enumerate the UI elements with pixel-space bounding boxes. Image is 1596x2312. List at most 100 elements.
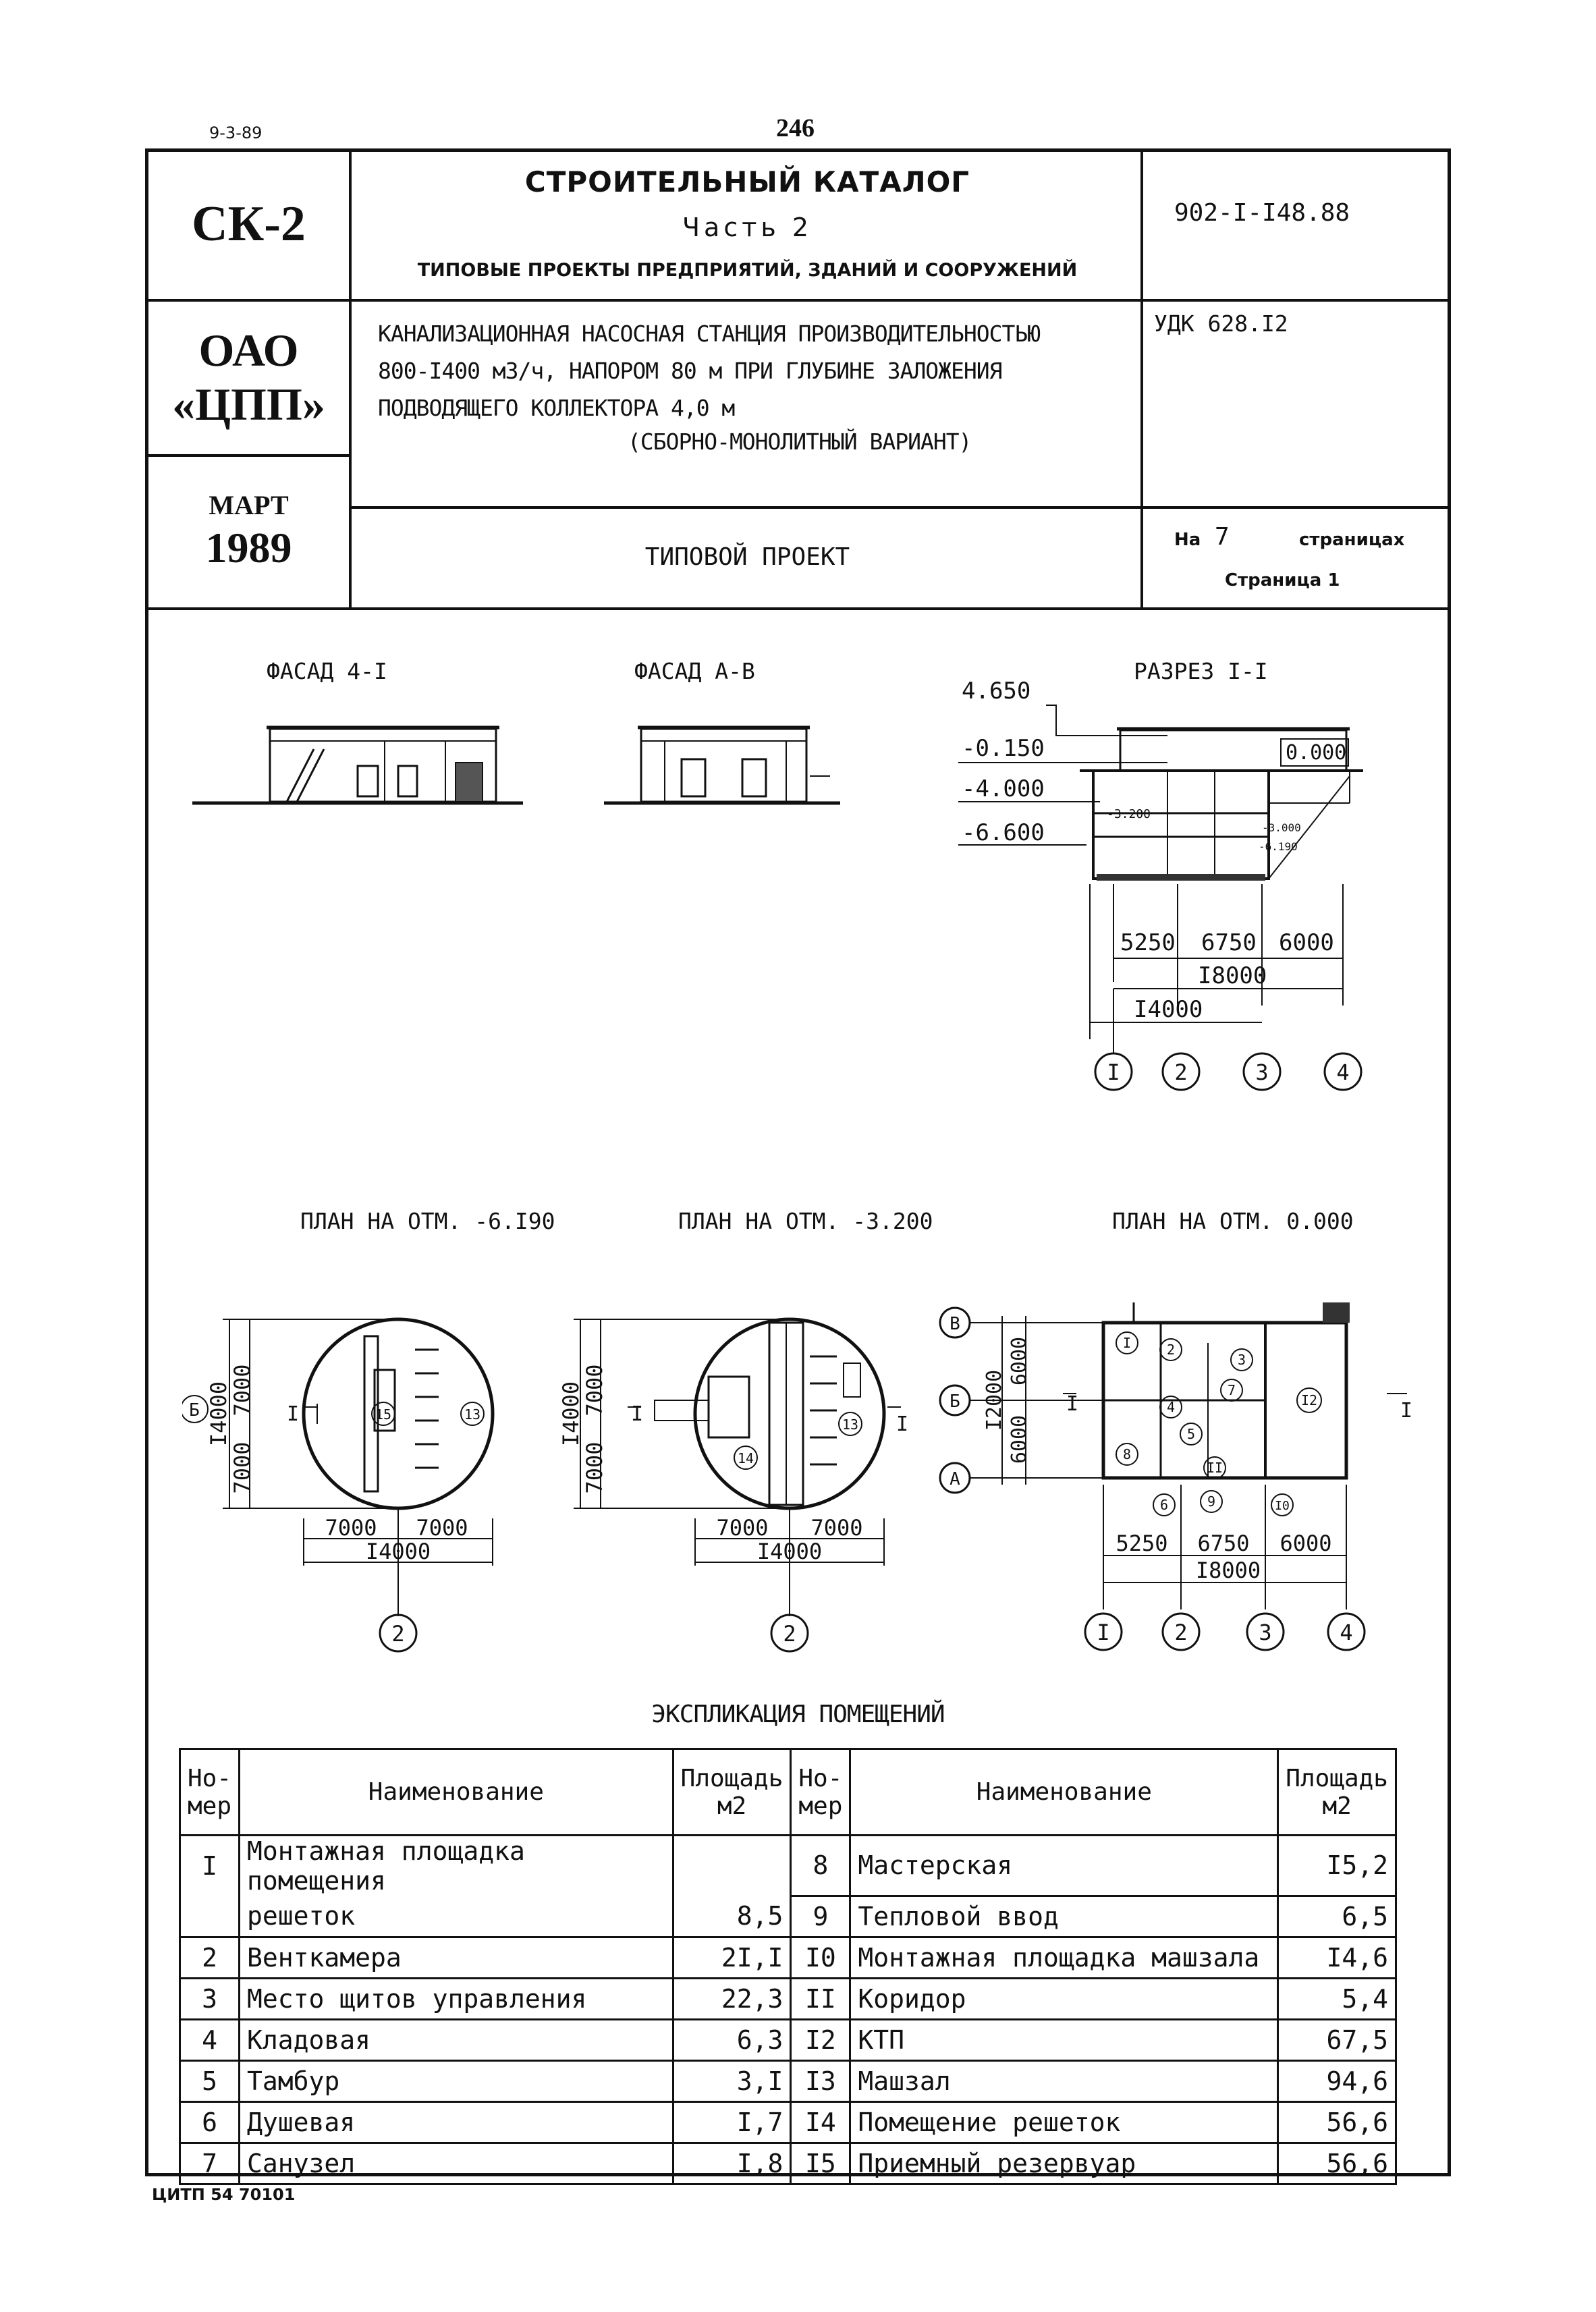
room-number: 8 <box>1123 1446 1131 1462</box>
axis-number: I <box>1097 1620 1109 1645</box>
room-area: 6,5 <box>1277 1894 1397 1938</box>
section-mark: I <box>1400 1399 1412 1423</box>
table-row: 7 Санузел I,8 I5 Приемный резервуар 56,6 <box>178 2141 1397 2185</box>
level-label: -6.600 <box>962 819 1045 846</box>
facade-2-title: ФАСАД А-В <box>634 658 755 684</box>
pages-suffix: страницах <box>1299 530 1405 550</box>
dimension-label: I8000 <box>1198 962 1267 989</box>
dimension-label: 7000 <box>810 1515 862 1541</box>
section-title: РАЗРЕЗ I-I <box>1134 658 1268 684</box>
room-number: 4 <box>1167 1399 1175 1415</box>
room-name: Монтажная площадка машзала <box>849 1935 1279 1979</box>
room-num: 2 <box>178 1935 241 1979</box>
dimension-label: 7000 <box>582 1364 607 1416</box>
room-num: I4 <box>790 2100 852 2144</box>
dimension-label: 6000 <box>1279 1531 1331 1556</box>
dimension-label: I4000 <box>206 1381 231 1446</box>
axis-label: 2 <box>1174 1059 1187 1085</box>
project-code: 902-I-I48.88 <box>1174 199 1350 227</box>
facade-4-1-drawing <box>192 725 523 805</box>
section-1-1-drawing: 4.650 -0.150 -4.000 -6.600 0.000 -3.200 … <box>958 678 1363 1091</box>
catalog-title: СТРОИТЕЛЬНЫЙ КАТАЛОГ <box>524 165 970 198</box>
room-name: Коридор <box>849 1977 1279 2020</box>
plan-1-title: ПЛАН НА ОТМ. -6.I90 <box>300 1208 555 1234</box>
dimension-label: 6750 <box>1201 929 1257 956</box>
header-name: Наименование <box>849 1748 1279 1836</box>
room-area: 3,I <box>671 2059 792 2103</box>
org-name-quoted: «ЦПП» <box>172 379 325 430</box>
plan-minus-6190-drawing: 15 13 7000 7000 I4000 Б I 7000 7000 I400… <box>182 1317 495 1653</box>
room-num: I3 <box>790 2059 852 2103</box>
axis-number: 2 <box>1174 1620 1187 1645</box>
axis-number: 4 <box>1340 1620 1352 1645</box>
room-name: КТП <box>849 2018 1279 2062</box>
table-row: решеток 8,5 9 Тепловой ввод 6,5 <box>178 1894 1397 1938</box>
axis-label: 3 <box>1255 1059 1268 1085</box>
explication-title: ЭКСПЛИКАЦИЯ ПОМЕЩЕНИЙ <box>651 1701 945 1728</box>
room-number: I <box>1123 1335 1131 1351</box>
footer-code: ЦИТП 54 70101 <box>152 2185 296 2204</box>
room-num: 7 <box>178 2141 241 2185</box>
series-date-code: 9-3-89 <box>209 123 263 142</box>
dimension-label: I2000 <box>983 1370 1006 1431</box>
section-mark: I <box>896 1412 908 1436</box>
room-area: 5,4 <box>1277 1977 1397 2020</box>
room-area: 56,6 <box>1277 2100 1397 2144</box>
room-name: Душевая <box>238 2100 674 2144</box>
room-num: 9 <box>790 1894 852 1938</box>
udk-code: УДК 628.I2 <box>1154 310 1288 337</box>
catalog-subtitle: ТИПОВЫЕ ПРОЕКТЫ ПРЕДПРИЯТИЙ, ЗДАНИЙ И СО… <box>417 260 1078 281</box>
level-label: -0.150 <box>962 735 1045 762</box>
axis-label: I <box>1107 1059 1120 1085</box>
header-area: Площадь м2 <box>1277 1748 1397 1836</box>
dimension-label: 6000 <box>1279 929 1334 956</box>
room-name: Кладовая <box>238 2018 674 2062</box>
room-name: Венткамера <box>238 1935 674 1979</box>
project-title-line-1: КАНАЛИЗАЦИОННАЯ НАСОСНАЯ СТАНЦИЯ ПРОИЗВО… <box>378 321 1041 347</box>
table-header-row: Но-мер Наименование Площадь м2 Но-мер На… <box>178 1748 1397 1836</box>
room-num: 6 <box>178 2100 241 2144</box>
room-name: Помещение решеток <box>849 2100 1279 2144</box>
pages-prefix: На <box>1174 530 1201 550</box>
room-area: I5,2 <box>1277 1834 1397 1897</box>
room-area: I4,6 <box>1277 1935 1397 1979</box>
axis-letter: Б <box>189 1400 200 1421</box>
room-name: Тамбур <box>238 2059 674 2103</box>
room-area: 67,5 <box>1277 2018 1397 2062</box>
axis-letter: А <box>950 1469 960 1489</box>
facade-a-b-drawing <box>604 725 840 805</box>
room-area: I,8 <box>671 2141 792 2185</box>
header-left-divider-2 <box>145 454 351 457</box>
axis-number: 3 <box>1259 1620 1271 1645</box>
page-number: 246 <box>776 114 815 142</box>
table-row: 4 Кладовая 6,3 I2 КТП 67,5 <box>178 2018 1397 2062</box>
room-number: 13 <box>464 1406 480 1423</box>
plan-0000-drawing: I 2 3 4 5 7 8 6 9 II I0 I2 В Б А 6000 60… <box>939 1302 1412 1651</box>
room-area: 6,3 <box>671 2018 792 2062</box>
room-num <box>178 1896 241 1938</box>
facade-1-title: ФАСАД 4-I <box>267 658 387 684</box>
room-number: II <box>1207 1460 1223 1476</box>
table-row: 5 Тамбур 3,I I3 Машзал 94,6 <box>178 2059 1397 2103</box>
page-label: Страница 1 <box>1225 570 1340 590</box>
dimension-label: 5250 <box>1116 1531 1167 1556</box>
room-number: I0 <box>1275 1499 1290 1513</box>
room-name: Приемный резервуар <box>849 2141 1279 2185</box>
room-num: 8 <box>790 1834 852 1897</box>
dimension-label: 6000 <box>1008 1337 1031 1385</box>
pages-count: 7 <box>1215 523 1230 551</box>
room-num: 3 <box>178 1977 241 2020</box>
project-title-line-2: 800-I400 м3/ч, НАПОРОМ 80 м ПРИ ГЛУБИНЕ … <box>378 358 1003 384</box>
room-area: 22,3 <box>671 1977 792 2020</box>
level-label: -4.000 <box>962 775 1045 802</box>
room-number: 9 <box>1207 1493 1215 1510</box>
axis-letter: Б <box>950 1392 960 1412</box>
catalog-part: Часть 2 <box>682 213 813 242</box>
room-area <box>671 1834 792 1896</box>
dimension-label: 7000 <box>416 1515 468 1541</box>
room-name: Монтажная площадка помещения <box>238 1834 674 1896</box>
room-num: 5 <box>178 2059 241 2103</box>
room-name: Машзал <box>849 2059 1279 2103</box>
room-number: 3 <box>1238 1352 1246 1368</box>
table-row: 3 Место щитов управления 22,3 II Коридор… <box>178 1977 1397 2020</box>
